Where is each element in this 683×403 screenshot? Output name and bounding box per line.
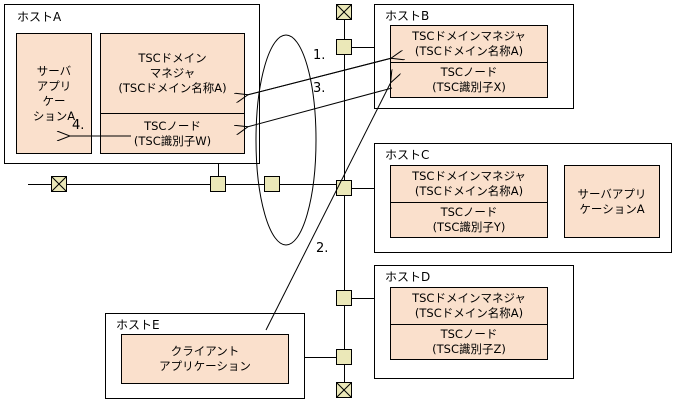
host-e-client-application-line-2: アプリケーション: [159, 359, 251, 373]
bus-terminator-bottom: [336, 382, 352, 398]
host-c-tsc-node-line-1: TSCノード: [440, 205, 498, 219]
host-b-tsc-stack: TSCドメインマネジャ (TSCドメイン名称A) TSCノード (TSC識別子X…: [390, 25, 548, 98]
host-a-tsc-node-line-2: (TSC識別子W): [133, 133, 212, 148]
network-tap-junction: [264, 176, 280, 192]
host-d-tsc-node-line-2: (TSC識別子Z): [432, 342, 506, 356]
host-c-tsc-node-line-2: (TSC識別子Y): [432, 220, 506, 234]
host-d-tsc-node-line-1: TSCノード: [440, 327, 498, 341]
bus-tap-link: [226, 184, 268, 185]
host-c-domain-manager-line-2: (TSCドメイン名称A): [414, 184, 524, 198]
host-c-server-application-line-2: ケーションA: [579, 201, 645, 216]
host-e-network-stub: [305, 357, 337, 358]
host-a-domain-manager-line-3: (TSCドメイン名称A): [118, 81, 227, 95]
host-a-server-application: サーバ アプリ ケー ションA: [16, 33, 92, 154]
host-c-network-stub: [352, 188, 374, 189]
host-c-server-application: サーバアプリ ケーションA: [564, 165, 660, 238]
host-c-domain-manager: TSCドメインマネジャ (TSCドメイン名称A): [391, 166, 547, 203]
flow-arrow-2: [265, 82, 391, 331]
host-a-domain-manager-line-1: TSCドメイン: [138, 51, 207, 65]
host-a-domain-manager: TSCドメイン マネジャ (TSCドメイン名称A): [101, 34, 244, 114]
network-tap-host-d: [336, 290, 352, 306]
host-b-domain-manager-line-2: (TSCドメイン名称A): [414, 44, 524, 58]
host-c-server-application-line-1: サーバアプリ: [577, 186, 647, 201]
host-a-server-application-line-2: アプリ: [36, 78, 72, 93]
host-a-server-application-line-1: サーバ: [36, 63, 72, 78]
bus-terminator-top: [336, 4, 352, 20]
host-d-domain-manager-line-1: TSCドメインマネジャ: [412, 291, 526, 305]
host-b-domain-manager: TSCドメインマネジャ (TSCドメイン名称A): [391, 26, 547, 63]
host-b-tsc-node: TSCノード (TSC識別子X): [391, 63, 547, 97]
host-a-label: ホストA: [17, 10, 62, 24]
step-label-1: 1.: [313, 48, 326, 63]
network-bus-vertical: [344, 12, 345, 392]
host-e-label: ホストE: [116, 318, 160, 332]
host-c-label: ホストC: [385, 148, 430, 162]
bus-terminator-left: [51, 176, 67, 192]
step-label-3: 3.: [313, 81, 326, 96]
host-b-domain-manager-line-1: TSCドメインマネジャ: [412, 29, 526, 43]
network-tap-host-a: [210, 176, 226, 192]
host-c-domain-manager-line-1: TSCドメインマネジャ: [412, 169, 526, 183]
host-b-label: ホストB: [385, 9, 430, 23]
host-a-server-application-line-3: ケー: [42, 93, 66, 108]
host-d-tsc-stack: TSCドメインマネジャ (TSCドメイン名称A) TSCノード (TSC識別子Z…: [390, 287, 548, 360]
host-e-client-application-line-1: クライアント: [170, 344, 240, 358]
host-e-client-application: クライアント アプリケーション: [121, 334, 289, 384]
host-a-server-application-line-4: ションA: [32, 108, 76, 123]
host-a-domain-manager-line-2: マネジャ: [149, 66, 196, 80]
network-tap-host-b: [336, 39, 352, 55]
network-cloud-ellipse: [255, 34, 317, 246]
host-d-label: ホストD: [385, 270, 431, 284]
host-d-network-stub: [352, 298, 374, 299]
host-d-domain-manager-line-2: (TSCドメイン名称A): [414, 306, 524, 320]
host-a-tsc-node-line-1: TSCノード: [144, 118, 201, 133]
host-b-tsc-node-line-2: (TSC識別子X): [432, 80, 506, 94]
host-a-tsc-stack: TSCドメイン マネジャ (TSCドメイン名称A) TSCノード (TSC識別子…: [100, 33, 245, 154]
network-bus-horizontal: [28, 184, 345, 185]
host-d-domain-manager: TSCドメインマネジャ (TSCドメイン名称A): [391, 288, 547, 325]
host-c-tsc-node: TSCノード (TSC識別子Y): [391, 203, 547, 237]
network-tap-host-c: [336, 180, 352, 196]
host-c-tsc-stack: TSCドメインマネジャ (TSCドメイン名称A) TSCノード (TSC識別子Y…: [390, 165, 548, 238]
step-label-4: 4.: [72, 118, 85, 133]
network-tap-host-e: [336, 349, 352, 365]
host-a-network-drop: [218, 163, 219, 185]
host-d-tsc-node: TSCノード (TSC識別子Z): [391, 325, 547, 359]
host-b-network-stub: [352, 47, 374, 48]
step-label-2: 2.: [316, 241, 329, 256]
host-a-tsc-node: TSCノード (TSC識別子W): [101, 114, 244, 153]
host-b-tsc-node-line-1: TSCノード: [440, 65, 498, 79]
